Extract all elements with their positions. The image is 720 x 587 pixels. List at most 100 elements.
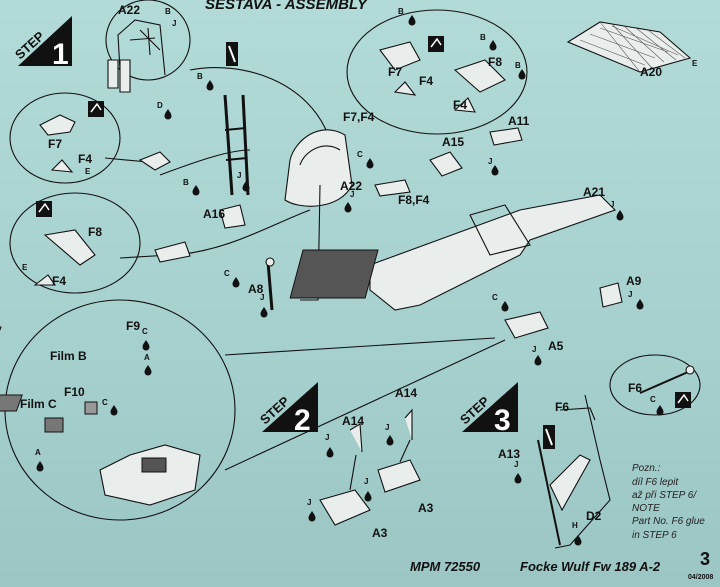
svg-text:B: B <box>398 7 404 16</box>
svg-text:D: D <box>157 101 163 110</box>
svg-text:J: J <box>610 200 614 209</box>
svg-text:3: 3 <box>494 404 511 437</box>
svg-text:C: C <box>650 395 656 404</box>
svg-text:1: 1 <box>52 38 69 71</box>
part-a20 <box>566 21 692 73</box>
detail-circle-f7-f8-right <box>346 9 528 135</box>
label-f6: F6 <box>555 400 569 414</box>
svg-text:Pozn.:: Pozn.: <box>632 463 661 474</box>
code-j-1: J <box>172 19 176 28</box>
label-a11: A11 <box>508 114 530 128</box>
part-a8 <box>265 257 275 311</box>
svg-text:2: 2 <box>294 404 311 437</box>
svg-text:H: H <box>572 521 578 530</box>
label-a5: A5 <box>548 339 564 353</box>
label-film-b: Film B <box>50 349 87 363</box>
step3-parts <box>537 354 701 549</box>
svg-text:J: J <box>364 477 368 486</box>
label-f7f4: F7,F4 <box>343 110 375 124</box>
svg-text:B: B <box>197 72 203 81</box>
label-a13: A13 <box>498 447 520 461</box>
label-f9: F9 <box>126 319 140 333</box>
detail-circle-f7-left <box>9 92 121 184</box>
step2-parts <box>319 408 421 526</box>
label-a3-right: A3 <box>418 501 434 515</box>
svg-text:E: E <box>22 263 28 272</box>
svg-text:J: J <box>350 190 354 199</box>
svg-text:A: A <box>144 353 150 362</box>
label-f4-c: F4 <box>419 74 433 88</box>
svg-text:J: J <box>488 157 492 166</box>
label-a8: A8 <box>248 282 264 296</box>
code-b-1: B <box>165 7 171 16</box>
svg-text:J: J <box>237 171 241 180</box>
step-3-badge: STEP 3 <box>457 382 518 437</box>
label-a22-mid: A22 <box>340 179 362 193</box>
header-title: SESTAVA - ASSEMBLY <box>205 0 369 13</box>
label-f8f4: F8,F4 <box>398 193 430 207</box>
svg-text:díl F6 lepit: díl F6 lepit <box>632 477 679 488</box>
label-film-c: Film C <box>20 397 57 411</box>
svg-text:C: C <box>492 293 498 302</box>
svg-text:B: B <box>480 33 486 42</box>
svg-text:J: J <box>325 433 329 442</box>
label-a22-top: A22 <box>118 3 140 17</box>
footer-aircraft: Focke Wulf Fw 189 A-2 <box>520 559 661 574</box>
footer-date: 04/2008 <box>688 574 713 581</box>
svg-text:J: J <box>514 460 518 469</box>
svg-text:A: A <box>35 448 41 457</box>
svg-text:J: J <box>532 345 536 354</box>
label-f7-right: F7 <box>388 65 402 79</box>
svg-text:J: J <box>260 293 264 302</box>
label-a14-left: A14 <box>342 414 364 428</box>
label-f4-d: F4 <box>453 98 467 112</box>
svg-text:C: C <box>102 398 108 407</box>
label-f4-a: F4 <box>78 152 92 166</box>
footer-kit-number: MPM 72550 <box>410 559 481 574</box>
detail-circle-films <box>0 299 506 521</box>
label-a16: A16 <box>203 207 225 221</box>
label-f8-right: F8 <box>488 55 502 69</box>
svg-text:C: C <box>357 150 363 159</box>
svg-text:E: E <box>692 59 698 68</box>
label-a3-left: A3 <box>372 526 388 540</box>
part-f4-left <box>138 151 171 171</box>
footer-page-number: 3 <box>700 549 710 569</box>
svg-text:NOTE: NOTE <box>632 503 660 514</box>
part-a5 <box>504 311 549 339</box>
step-1-badge: STEP 1 <box>12 16 72 71</box>
label-f8-left: F8 <box>88 225 102 239</box>
svg-text:C: C <box>224 269 230 278</box>
label-a20: A20 <box>640 65 662 79</box>
svg-text:J: J <box>307 498 311 507</box>
glue-note: Pozn.: díl F6 lepit až při STEP 6/ NOTE … <box>632 463 705 541</box>
label-a9: A9 <box>626 274 642 288</box>
svg-text:in STEP 6: in STEP 6 <box>632 530 677 541</box>
svg-text:až při STEP 6/: až při STEP 6/ <box>632 490 697 501</box>
svg-text:C: C <box>142 327 148 336</box>
svg-text:J: J <box>628 290 632 299</box>
label-f4-b: F4 <box>52 274 66 288</box>
part-a15 <box>429 151 463 177</box>
label-a14-right: A14 <box>395 386 417 400</box>
detail-circle-f8-left <box>9 192 141 294</box>
part-seat <box>284 129 353 301</box>
part-floor-a21 <box>289 194 617 311</box>
part-a16 <box>219 94 250 229</box>
svg-text:Part No. F6 glue: Part No. F6 glue <box>632 516 705 527</box>
label-f10: F10 <box>64 385 85 399</box>
part-f8f4 <box>374 179 411 197</box>
svg-text:E: E <box>85 167 91 176</box>
svg-text:B: B <box>183 178 189 187</box>
label-f6-detail: F6 <box>628 381 642 395</box>
svg-text:B: B <box>515 61 521 70</box>
step-2-badge: STEP 2 <box>257 382 318 437</box>
label-a21: A21 <box>583 185 605 199</box>
part-a9 <box>599 282 623 308</box>
svg-text:J: J <box>385 423 389 432</box>
part-a11 <box>489 127 523 146</box>
detail-circle-a22 <box>105 0 238 93</box>
glue-codes: B B B E B D B C J J J J J J C C J C A C … <box>22 7 698 546</box>
